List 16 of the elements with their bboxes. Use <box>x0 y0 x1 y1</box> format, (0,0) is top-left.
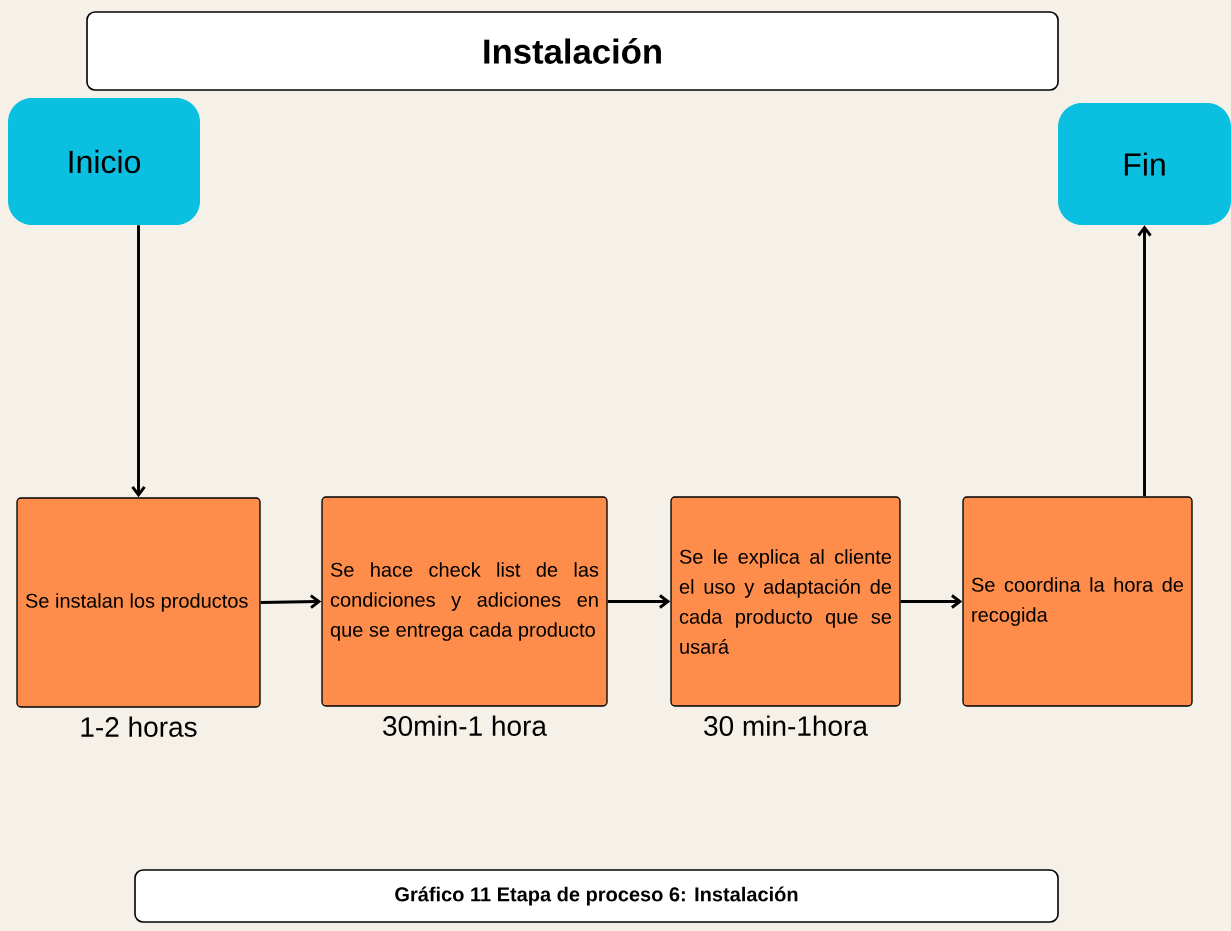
terminal-box: Fin <box>1058 103 1231 225</box>
terminal-box: Inicio <box>8 98 200 225</box>
title-box: Instalación <box>86 11 1059 91</box>
process-box: Se instalan los productos <box>16 497 261 708</box>
arrow <box>1137 225 1152 497</box>
caption-box: Gráfico 11 Etapa de proceso 6: Instalación <box>134 869 1059 923</box>
arrow <box>260 594 322 609</box>
process-box: Se hace check list de las condiciones y adiciones en que se entrega cada producto <box>321 496 608 707</box>
arrow <box>607 594 671 609</box>
duration-label: 30min-1 hora <box>383 715 547 736</box>
process-box: Se coordina la hora de recogida <box>962 496 1193 707</box>
duration-label: 30 min-1hora <box>704 715 868 736</box>
arrow <box>131 225 146 498</box>
process-box: Se le explica al cliente el uso y adaptación de cada producto que se usará <box>670 496 901 707</box>
arrow <box>900 594 963 609</box>
duration-label: 1-2 horas <box>81 716 197 737</box>
